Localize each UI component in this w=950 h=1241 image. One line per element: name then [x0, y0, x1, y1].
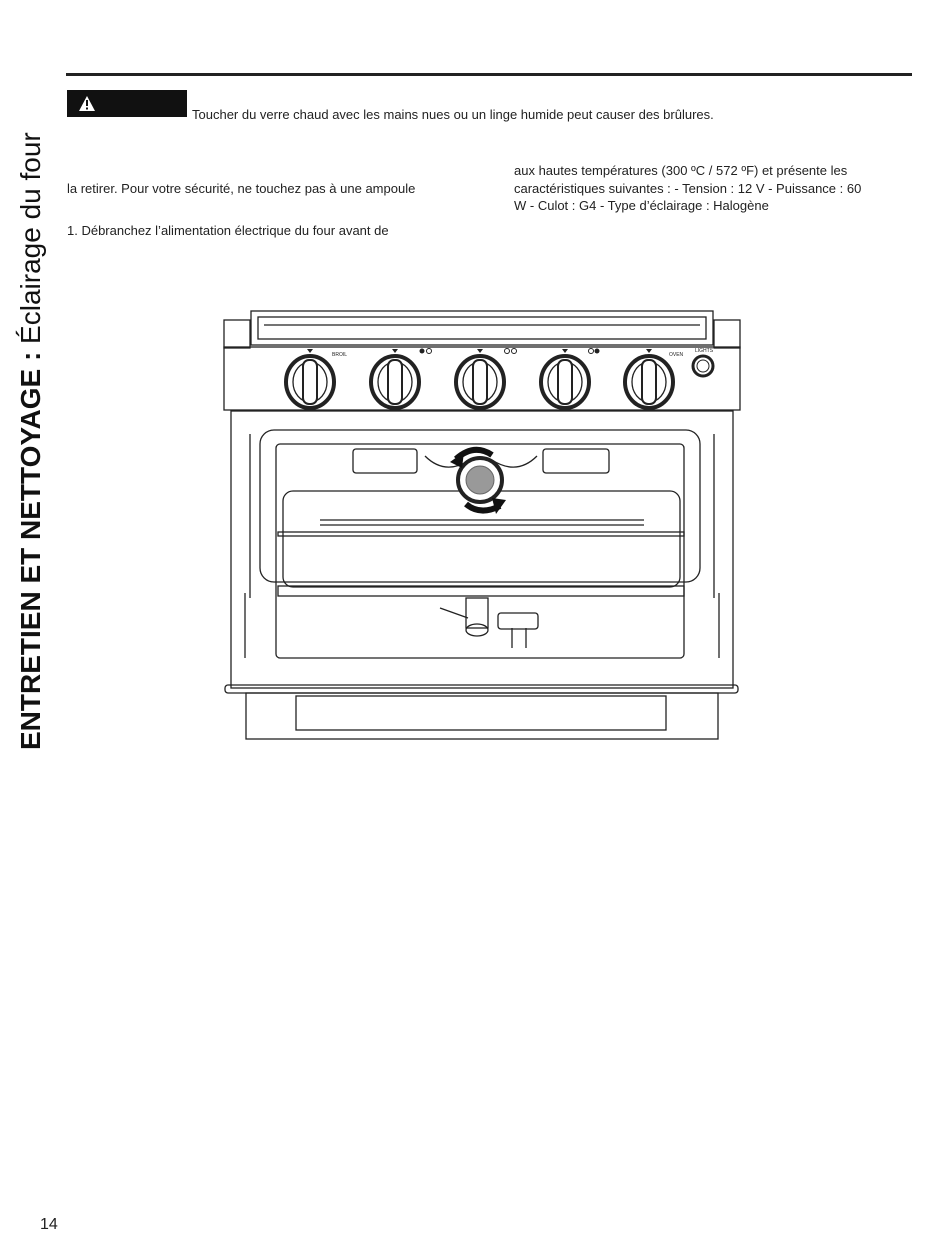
body-right-line-3: W - Culot : G4 - Type d’éclairage : Halo…	[514, 198, 769, 213]
knob-label-lights: LIGHTS	[695, 348, 714, 354]
rotation-arrows-icon	[450, 446, 506, 514]
knob-label-broil: BROIL	[332, 352, 347, 358]
warning-triangle-icon	[79, 96, 95, 111]
section-title-sub: Éclairage du four	[15, 132, 46, 344]
section-title: ENTRETIEN ET NETTOYAGE : Éclairage du fo…	[14, 40, 48, 750]
body-left-line-2: 1. Débranchez l’alimentation électrique …	[67, 223, 389, 238]
body-right-line-2: caractéristiques suivantes : - Tension :…	[514, 181, 862, 196]
body-left-line-1: la retirer. Pour votre sécurité, ne touc…	[67, 181, 416, 196]
light-cover	[456, 456, 504, 504]
warning-text: Toucher du verre chaud avec les mains nu…	[192, 107, 714, 122]
section-title-main: ENTRETIEN ET NETTOYAGE :	[15, 351, 46, 750]
knob-label-oven: OVEN	[669, 352, 684, 358]
oven-light-diagram: BROIL LIGHTS OVEN	[223, 310, 741, 740]
page-number: 14	[40, 1216, 58, 1233]
header-rule	[66, 73, 912, 76]
body-right-line-1: aux hautes températures (300 ºC / 572 ºF…	[514, 163, 848, 178]
warning-label	[67, 90, 187, 117]
